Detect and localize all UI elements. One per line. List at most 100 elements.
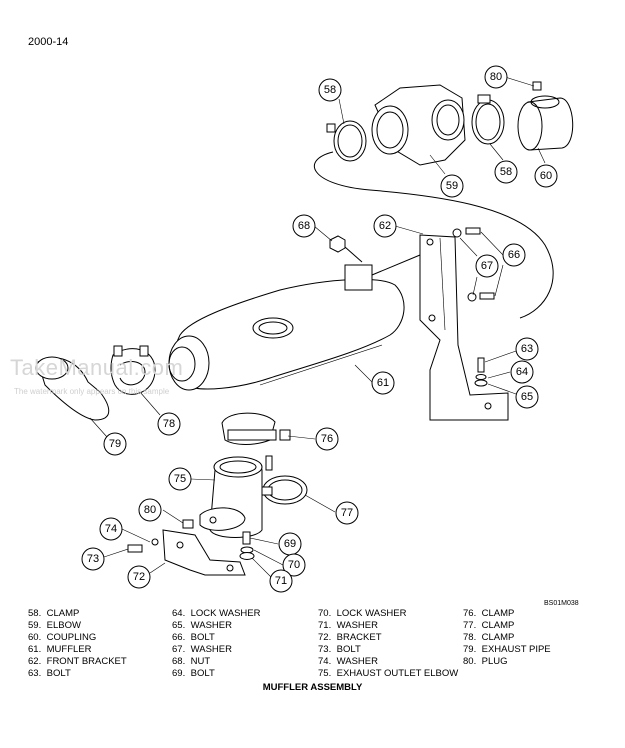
legend-item-label: BOLT xyxy=(44,668,71,679)
callout-64: 64 xyxy=(510,360,534,384)
callout-75: 75 xyxy=(168,467,192,491)
legend-item-label: COUPLING xyxy=(44,632,97,643)
legend-item-number: 59. xyxy=(28,620,42,631)
legend-item: 65. WASHER xyxy=(172,620,261,632)
callout-80: 80 xyxy=(484,65,508,89)
callout-70: 70 xyxy=(282,553,306,577)
legend-item-label: MUFFLER xyxy=(44,644,92,655)
callout-number: 58 xyxy=(324,84,336,96)
callout-number: 67 xyxy=(481,260,493,272)
legend-item-label: ELBOW xyxy=(44,620,81,631)
legend-item-label: EXHAUST PIPE xyxy=(479,644,551,655)
callout-number: 79 xyxy=(109,438,121,450)
legend-item-number: 72. xyxy=(318,632,332,643)
legend-item-number: 58. xyxy=(28,608,42,619)
legend-item-number: 62. xyxy=(28,656,42,667)
legend-item-label: BRACKET xyxy=(334,632,382,643)
legend-item-number: 73. xyxy=(318,644,332,655)
callout-67: 67 xyxy=(475,254,499,278)
callout-71: 71 xyxy=(269,569,293,593)
callout-number: 69 xyxy=(284,538,296,550)
legend-item-label: CLAMP xyxy=(479,632,515,643)
legend-item: 73. BOLT xyxy=(318,644,458,656)
callout-number: 65 xyxy=(521,391,533,403)
callout-number: 74 xyxy=(105,523,117,535)
legend-item: 61. MUFFLER xyxy=(28,644,127,656)
legend-item-number: 65. xyxy=(172,620,186,631)
callout-65: 65 xyxy=(515,385,539,409)
legend-item: 59. ELBOW xyxy=(28,620,127,632)
legend-item-label: CLAMP xyxy=(479,608,515,619)
legend-item-label: WASHER xyxy=(334,656,378,667)
legend-item: 71. WASHER xyxy=(318,620,458,632)
legend-item-number: 79. xyxy=(463,644,477,655)
callout-74: 74 xyxy=(99,517,123,541)
callout-number: 61 xyxy=(377,377,389,389)
callout-78: 78 xyxy=(157,412,181,436)
legend-item-label: CLAMP xyxy=(44,608,80,619)
legend-item: 67. WASHER xyxy=(172,644,261,656)
legend-item-label: WASHER xyxy=(188,644,232,655)
callout-number: 80 xyxy=(144,504,156,516)
callout-59: 59 xyxy=(440,174,464,198)
legend-item-label: WASHER xyxy=(188,620,232,631)
legend-item-number: 76. xyxy=(463,608,477,619)
legend-item-label: WASHER xyxy=(334,620,378,631)
legend-item: 63. BOLT xyxy=(28,668,127,680)
callout-76: 76 xyxy=(315,427,339,451)
legend-item: 74. WASHER xyxy=(318,656,458,668)
legend-item: 66. BOLT xyxy=(172,632,261,644)
legend-item: 80. PLUG xyxy=(463,656,551,668)
legend-item-number: 63. xyxy=(28,668,42,679)
legend-item-label: BOLT xyxy=(188,632,215,643)
legend-item: 69. BOLT xyxy=(172,668,261,680)
callout-number: 75 xyxy=(174,473,186,485)
legend-item: 77. CLAMP xyxy=(463,620,551,632)
legend-item-label: BOLT xyxy=(188,668,215,679)
legend-item-number: 74. xyxy=(318,656,332,667)
callout-number: 59 xyxy=(446,180,458,192)
legend-item-number: 71. xyxy=(318,620,332,631)
legend-item: 68. NUT xyxy=(172,656,261,668)
legend-item-label: EXHAUST OUTLET ELBOW xyxy=(334,668,459,679)
legend-item-number: 77. xyxy=(463,620,477,631)
callout-68: 68 xyxy=(292,214,316,238)
legend-item-number: 61. xyxy=(28,644,42,655)
legend-item-label: LOCK WASHER xyxy=(334,608,407,619)
legend-item-label: PLUG xyxy=(479,656,508,667)
callout-66: 66 xyxy=(502,243,526,267)
legend-item-number: 80. xyxy=(463,656,477,667)
callout-number: 70 xyxy=(288,559,300,571)
watermark: TakeManual.com xyxy=(10,355,184,380)
legend-item-label: CLAMP xyxy=(479,620,515,631)
callout-number: 62 xyxy=(379,220,391,232)
legend-item-number: 66. xyxy=(172,632,186,643)
legend-item: 76. CLAMP xyxy=(463,608,551,620)
legend-item: 72. BRACKET xyxy=(318,632,458,644)
callout-72: 72 xyxy=(127,565,151,589)
callout-61: 61 xyxy=(371,371,395,395)
callout-63: 63 xyxy=(515,337,539,361)
legend-item-number: 64. xyxy=(172,608,186,619)
callout-number: 68 xyxy=(298,220,310,232)
callout-73: 73 xyxy=(81,547,105,571)
callout-60: 60 xyxy=(534,164,558,188)
legend-item-number: 70. xyxy=(318,608,332,619)
callout-number: 66 xyxy=(508,249,520,261)
callout-number: 58 xyxy=(500,166,512,178)
figure-title: MUFFLER ASSEMBLY xyxy=(262,682,363,693)
callout-number: 80 xyxy=(490,71,502,83)
legend-item: 62. FRONT BRACKET xyxy=(28,656,127,668)
callout-69: 69 xyxy=(278,532,302,556)
callout-number: 72 xyxy=(133,571,145,583)
legend-item: 64. LOCK WASHER xyxy=(172,608,261,620)
callout-number: 77 xyxy=(341,507,353,519)
callout-79: 79 xyxy=(103,432,127,456)
callout-62: 62 xyxy=(373,214,397,238)
callout-77: 77 xyxy=(335,501,359,525)
callout-number: 73 xyxy=(87,553,99,565)
